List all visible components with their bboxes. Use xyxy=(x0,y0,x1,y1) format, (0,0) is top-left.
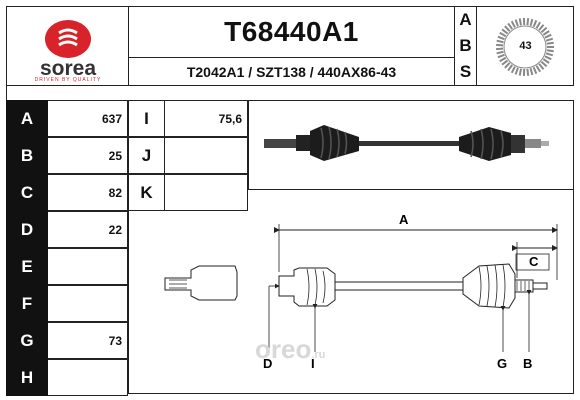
drive-shaft-icon xyxy=(264,125,549,161)
dim-label-a: A xyxy=(399,212,409,227)
abs-letter-a: A xyxy=(459,10,472,29)
spec-label: E xyxy=(6,248,48,285)
spec-label: B xyxy=(6,137,48,174)
spec-label: H xyxy=(6,359,48,396)
spec-label: J xyxy=(128,137,164,174)
spec-value: 22 xyxy=(48,211,128,248)
abs-letter-s: S xyxy=(459,62,472,81)
spec-row-j: J xyxy=(128,137,248,174)
abs-teeth-count: 43 xyxy=(519,40,532,52)
shaft-photo-cell xyxy=(248,100,574,190)
dim-label-i: I xyxy=(311,356,315,371)
sorea-logo-icon xyxy=(45,20,91,58)
dim-label-g: G xyxy=(497,356,507,371)
part-number: T68440A1 xyxy=(128,6,455,58)
spec-value: 75,6 xyxy=(164,100,248,137)
spec-value: 637 xyxy=(48,100,128,137)
abs-letters: A B S xyxy=(455,6,477,86)
brand-logo-cell: sorea DRIVEN BY QUALITY xyxy=(6,6,128,86)
spec-label: I xyxy=(128,100,164,137)
dim-label-d: D xyxy=(263,356,272,371)
cross-references: T2042A1 / SZT138 / 440AX86-43 xyxy=(128,58,455,86)
spec-value xyxy=(48,359,128,396)
abs-gear-icon xyxy=(496,17,554,77)
dim-label-c: C xyxy=(529,254,539,269)
brand-name: sorea xyxy=(39,57,97,80)
shaft-diagram-icon: A C D I G B xyxy=(164,212,558,371)
dim-label-b: B xyxy=(523,356,532,371)
spec-value: 82 xyxy=(48,174,128,211)
spec-value xyxy=(164,137,248,174)
spec-value xyxy=(48,285,128,322)
spec-row-f: F xyxy=(6,285,128,322)
spec-value xyxy=(48,248,128,285)
spec-value xyxy=(164,174,248,211)
watermark: oreo.ru xyxy=(255,334,326,364)
spec-label: G xyxy=(6,322,48,359)
abs-ring-cell: 43 xyxy=(477,6,574,86)
spec-row-h: H xyxy=(6,359,128,396)
dimension-diagram: A C D I G B xyxy=(128,190,574,394)
spec-label: F xyxy=(6,285,48,322)
spec-label: A xyxy=(6,100,48,137)
spec-row-e: E xyxy=(6,248,128,285)
abs-letter-b: B xyxy=(459,36,472,55)
spec-value: 25 xyxy=(48,137,128,174)
spec-value: 73 xyxy=(48,322,128,359)
brand-tagline: DRIVEN BY QUALITY xyxy=(34,77,102,83)
spec-label: C xyxy=(6,174,48,211)
spec-label: D xyxy=(6,211,48,248)
